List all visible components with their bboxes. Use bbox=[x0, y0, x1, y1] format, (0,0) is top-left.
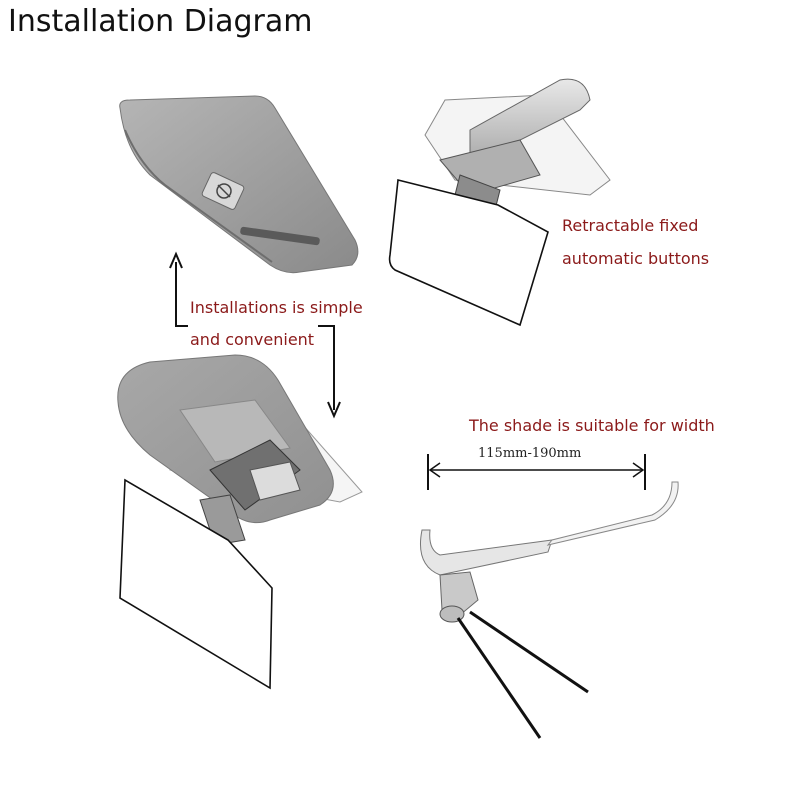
retractable-label-line2: automatic buttons bbox=[562, 249, 710, 268]
width-dimension bbox=[427, 454, 646, 490]
retractable-clip-illustration bbox=[388, 78, 611, 327]
sun-visor-illustration bbox=[119, 95, 359, 274]
installed-shade-illustration bbox=[117, 354, 363, 690]
install-label-line1: Installations is simple bbox=[190, 298, 363, 317]
diagram-title: Installation Diagram bbox=[8, 4, 313, 39]
install-arrows bbox=[169, 251, 341, 419]
clip-mechanism-illustration bbox=[420, 481, 679, 739]
shade-width-label: The shade is suitable for width bbox=[469, 416, 715, 435]
retractable-label-line1: Retractable fixed bbox=[562, 216, 699, 235]
install-label-line2: and convenient bbox=[190, 330, 315, 349]
width-range-label: 115mm-190mm bbox=[478, 446, 582, 461]
